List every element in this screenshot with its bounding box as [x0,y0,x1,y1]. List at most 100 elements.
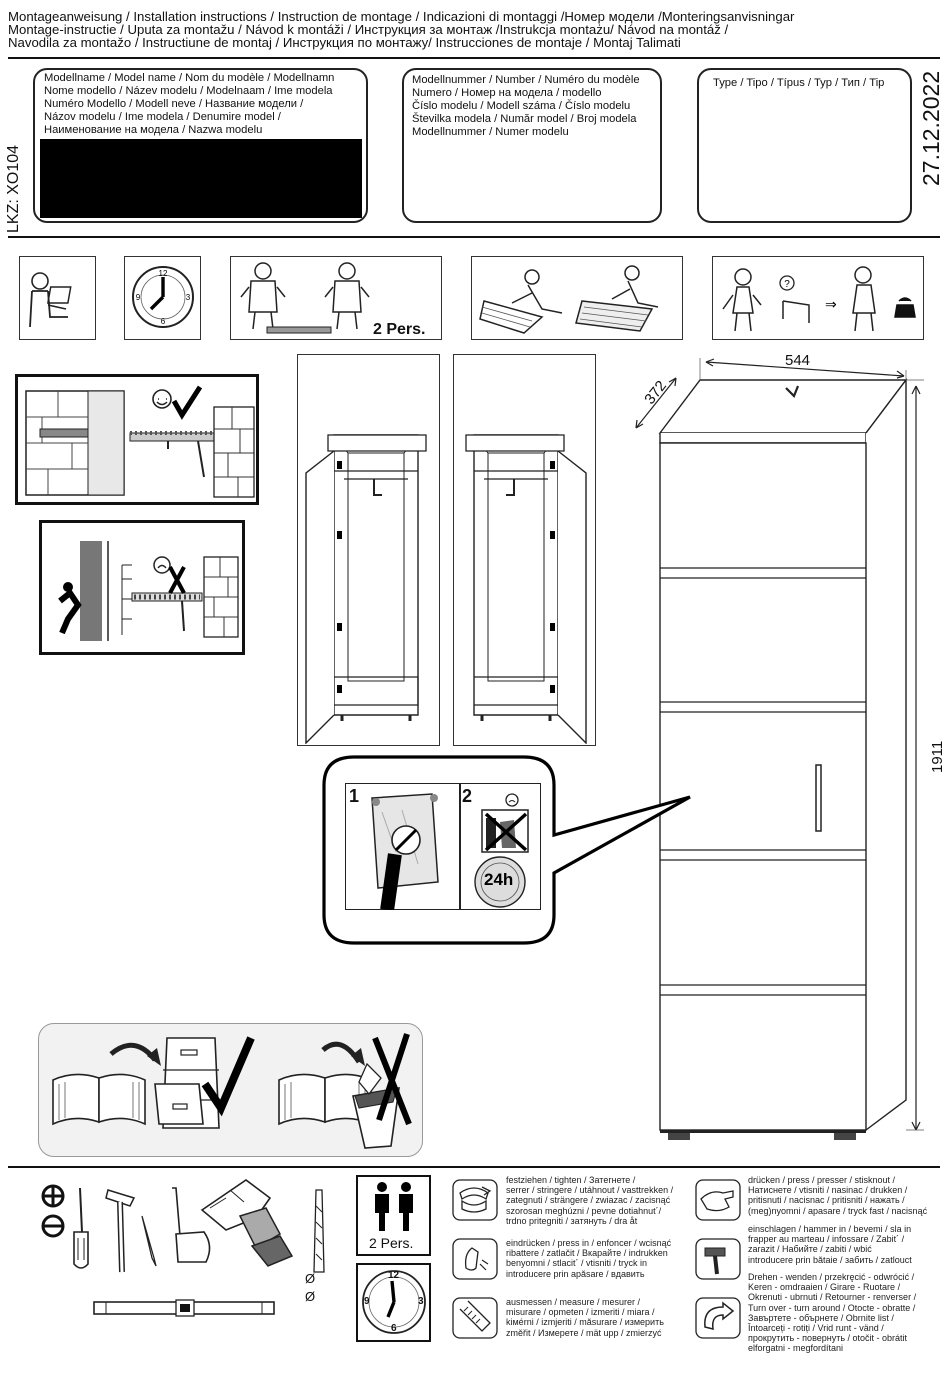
model-number-label-4: Številka modela / Număr model / Broj mod… [412,113,637,125]
header-divider [8,57,940,59]
measure-text: ausmessen / measure / mesurer / misurare… [506,1297,664,1338]
model-name-label-3: Numéro Modello / Modell neve / Название … [44,98,304,110]
care-step-2-number: 2 [462,786,473,806]
model-name-label-1: Modellname / Model name / Nom du modèle … [44,72,335,84]
press-in-line-2: ribattere / zatlačit / Вкарайте / indruk… [506,1248,668,1259]
turn-over-text: Drehen - wenden / przekręcić - odwrócić … [748,1272,916,1354]
press-text: drücken / press / presser / stisknout / … [748,1175,927,1216]
measure-line-2: misurare / opmeten / izmeriti / miara / [506,1307,655,1318]
measure-line-1: ausmessen / measure / mesurer / [506,1297,641,1307]
wall-anchor-correct-icon [25,385,255,498]
wall-anchor-wrong-icon [58,541,239,641]
press-line-2: Натиснете / vtisniti / nasinac / drukken… [748,1185,908,1196]
assembly-clock-icon [362,1270,426,1334]
model-number-label-3: Číslo modelu / Modell száma / Číslo mode… [412,100,631,112]
model-number-label-5: Modellnummer / Numer modelu [412,126,569,138]
type-box: Type / Tipo / Típus / Typ / Тип / Tip [697,68,912,223]
required-tools-drawing [41,1179,325,1317]
tighten-line-5: trdno pritegniti / затянуть / dra åt [506,1215,638,1226]
tighten-line-1: festziehen / tighten / Затегнете / [506,1175,636,1185]
svg-text:⇒: ⇒ [825,296,837,312]
read-instructions-panel [19,256,96,340]
footer-divider [8,1166,940,1168]
tighten-line-2: serrer / stringere / utáhnout / vasttrek… [506,1185,674,1196]
svg-text:9: 9 [136,293,141,302]
tighten-line-4: szorosan meghúzni / pevne dotiahnut´/ [506,1205,662,1216]
hammer-line-3: zarazit / Набийте / zabiti / wbić [748,1244,872,1255]
model-name-label-2: Nome modello / Název modelu / Modelnaam … [44,85,333,97]
model-name-box: Modellname / Model name / Nom du modèle … [33,68,368,223]
turn-over-line-2: Keren - omdraaien / Girare - Ruotare / [748,1282,901,1293]
svg-text:12: 12 [159,269,168,278]
two-workers-icon [240,262,370,334]
press-in-line-4: introducere prin apăsare / вдавить [506,1268,645,1279]
turn-over-line-7: прокрутить - повернуть / otočit - obráti… [748,1333,908,1344]
header-line-3: Navodila za montažo / Instructiune de mo… [8,35,681,50]
care-panel-divider [459,783,461,910]
clock-number-12: 12 [388,1270,400,1281]
two-persons-box-label: 2 Pers. [369,1235,414,1251]
tighten-line-3: zategnuti / strängere / zwiazac / zacisn… [506,1195,671,1206]
press-in-icon [452,1238,498,1280]
press-in-line-1: eindrücken / press in / enfoncer / wcisn… [506,1238,672,1248]
cabinet-right-door-view [453,354,596,746]
document-date: 27.12.2022 [918,70,944,186]
cabinet-right-hinge-drawing [465,434,587,744]
keep-instructions-panel [38,1023,423,1157]
turn-over-line-6: Întoarceți - rotiți / Vrid runt - vänd / [748,1323,884,1334]
cabinet-dimension-drawing [635,358,924,1140]
turn-over-line-1: Drehen - wenden / przekręcić - odwrócić … [748,1272,915,1282]
cabinet-left-hinge-drawing [305,434,427,744]
care-step-1-number: 1 [349,786,360,806]
svg-text:?: ? [784,279,790,290]
height-dimension: 1911 [929,740,946,773]
model-name-label-4: Názov modelu / Ime modela / Denumire mod… [44,111,281,123]
hammer-line-2: frapper au marteau / infossare / Zabit´ … [748,1234,905,1245]
two-persons-box: 2 Pers. [356,1175,431,1256]
press-line-3: pritisnuti / nacisnac / pritisniti / наж… [748,1195,905,1206]
model-number-box: Modellnummer / Number / Numéro du modèle… [402,68,662,223]
cabinet-left-door-view [297,354,440,746]
info-divider [8,236,940,238]
measure-icon [452,1297,498,1339]
two-person-assembly-panel: 2 Pers. [230,256,442,340]
wait-24h-label: 24h [484,870,514,889]
lkz-code: LKZ: XO104 [5,144,22,233]
model-number-label-1: Modellnummer / Number / Numéro du modèle [412,74,640,86]
customer-service-panel: ? ⇒ [712,256,924,340]
measure-line-3: kiмérni / izmjeriti / măsurare / измерит… [506,1317,664,1328]
two-persons-label: 2 Pers. [373,321,426,338]
model-name-label-5: Наименование на модела / Nazwa modelu [44,124,263,136]
unpack-on-floor-icon [479,265,659,334]
assembly-time-box: 12 3 6 9 [356,1263,431,1342]
clock-number-3: 3 [418,1296,424,1307]
clock-number-6: 6 [391,1323,397,1334]
drill-diameter-1: Ø [305,1271,316,1286]
turn-over-line-8: elforgatni - megfordítani [748,1343,844,1354]
two-persons-icon [375,1182,413,1231]
call-support-icon: ? ⇒ [722,266,916,332]
no-chemicals-24h-icon [474,793,529,908]
press-line-1: drücken / press / presser / stisknout / [748,1175,896,1185]
tighten-icon [452,1179,498,1221]
drill-diameter-2: Ø [305,1289,316,1304]
measure-line-4: změřit / Измерете / mät upp / zmierzyć [506,1327,662,1338]
time-panel: 12 3 6 9 [124,256,201,340]
turn-over-line-3: Okrenuti - ubrnuti / Retourner - renvers… [748,1292,917,1303]
keep-instructions-drawing [52,1033,412,1149]
press-in-line-3: benyomni / stlacit´ / vtisniti / tryck i… [506,1258,648,1269]
press-line-4: (meg)nyomni / apasare / tryck fast / nac… [748,1205,928,1216]
mirror-no-cleaner-icon [371,793,439,910]
svg-text:6: 6 [161,317,166,326]
wall-fixing-correct-panel [15,374,259,505]
person-reading-icon [29,272,72,328]
width-dimension: 544 [785,352,811,369]
wall-fixing-wrong-panel [39,520,245,655]
clock-number-9: 9 [364,1296,370,1307]
header-line-2: Montage-instructie / Uputa za montažu / … [8,22,729,37]
redacted-model-name [40,139,362,218]
turn-over-line-5: Завъртете - обърнете / Obrnite list / [748,1312,894,1323]
hammer-text: einschlagen / hammer in / bevemi / sla i… [748,1224,912,1265]
svg-text:3: 3 [186,293,191,302]
hammer-icon [695,1238,741,1280]
